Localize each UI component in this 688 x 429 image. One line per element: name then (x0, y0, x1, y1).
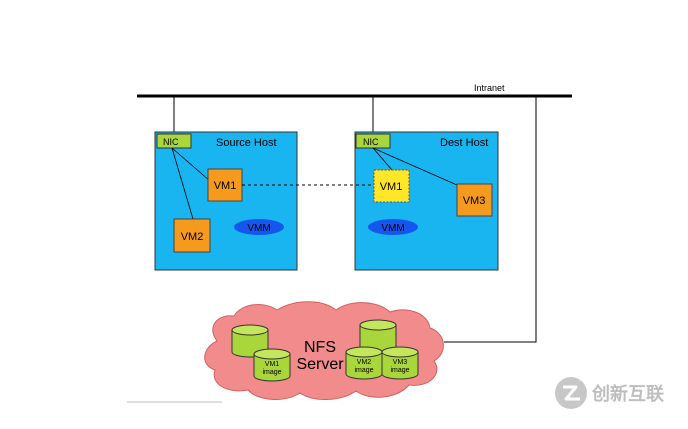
vm3-image-label-line1: VM3 (393, 359, 408, 366)
vm2-image-label-line2: image (354, 367, 373, 374)
watermark-text: 创新互联 (591, 383, 664, 405)
dest-vm3-label: VM3 (463, 195, 486, 207)
source-host-title: Source Host (216, 137, 277, 149)
source-nic-vm1-link (171, 147, 211, 182)
watermark: 创新互联 (555, 377, 664, 409)
dest-nic-vm3-link (372, 147, 458, 186)
nfs-disk-vm1-image (253, 348, 291, 382)
vm2-image-label-line1: VM2 (357, 359, 372, 366)
source-vm1 (207, 168, 243, 202)
nfs-network-link (444, 96, 537, 343)
intranet-label: Intranet (474, 83, 505, 93)
source-nic-vm2-link (171, 147, 194, 220)
source-nic-label: NIC (163, 137, 179, 147)
source-vmm (234, 219, 284, 235)
nfs-title-line1: NFS (304, 339, 336, 356)
source-vm1-label: VM1 (214, 180, 237, 192)
dest-nic-vm1-link (372, 147, 393, 171)
vm1-image-label-line1: VM1 (265, 361, 280, 368)
nfs-title-line2: Server (296, 356, 344, 373)
dest-vm1-migrated (373, 169, 410, 203)
dest-host-title: Dest Host (440, 137, 488, 149)
source-vmm-label: VMM (247, 223, 270, 234)
dest-nic-label: NIC (363, 137, 379, 147)
source-vm2 (173, 218, 211, 253)
dest-vmm (368, 219, 418, 235)
vm1-image-label-line2: image (262, 369, 281, 376)
source-nic (156, 133, 192, 149)
vm3-image-label-line2: image (390, 367, 409, 374)
dest-vmm-label: VMM (381, 223, 404, 234)
nfs-disk-vm3-image (381, 346, 419, 380)
dest-vm1-label: VM1 (380, 181, 403, 193)
dest-vm3 (456, 183, 493, 217)
source-vm2-label: VM2 (181, 231, 204, 243)
